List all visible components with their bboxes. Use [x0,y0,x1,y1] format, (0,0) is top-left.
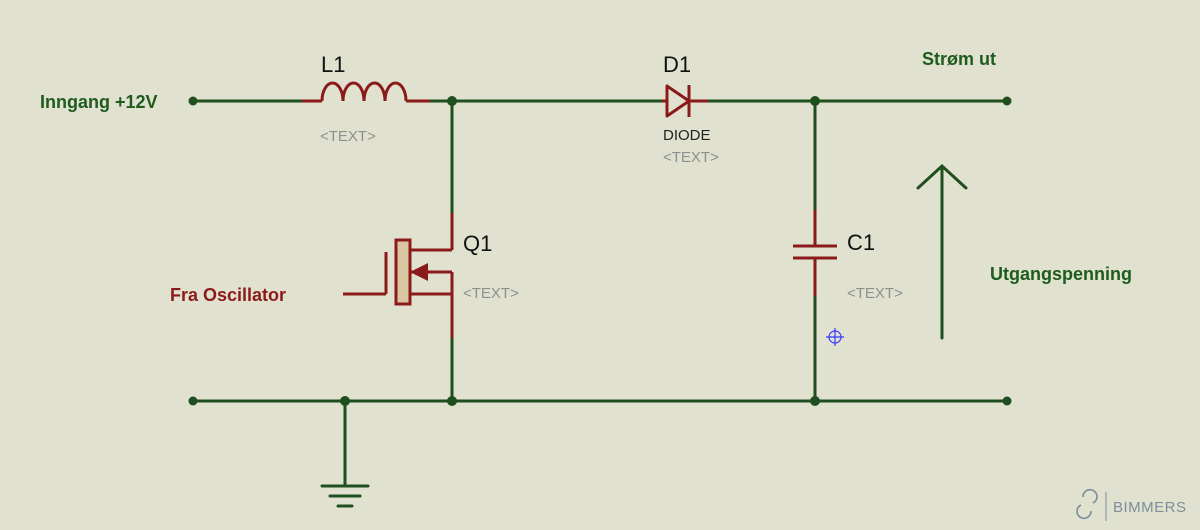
capacitor-c1[interactable]: C1 <TEXT> [793,210,903,302]
watermark: BIMMERS [1076,488,1187,521]
gate-signal-label: Fra Oscillator [170,285,286,305]
junction-ground-drop [340,396,350,406]
wires [191,99,1009,488]
capacitor-text-placeholder: <TEXT> [847,285,903,302]
diode-d1[interactable]: D1 DIODE <TEXT> [662,52,719,166]
bimmers-logo-icon [1076,488,1098,520]
terminal-ground-right[interactable] [1002,396,1012,406]
terminal-input[interactable] [188,96,198,106]
capacitor-ref: C1 [847,230,875,255]
inductor-ref: L1 [321,52,345,77]
inductor-coil-icon [320,81,408,102]
diode-text-placeholder: <TEXT> [663,149,719,166]
watermark-text: BIMMERS [1113,499,1187,516]
mosfet-ref: Q1 [463,231,492,256]
terminal-ground-left[interactable] [188,396,198,406]
diode-value: DIODE [663,127,711,144]
inductor-text-placeholder: <TEXT> [320,128,376,145]
origin-marker-icon [826,328,844,346]
mosfet-text-placeholder: <TEXT> [463,285,519,302]
junctions [188,96,1012,406]
junction-output-node [810,96,820,106]
junction-ground-c1 [810,396,820,406]
junction-l1-node [447,96,457,106]
output-voltage-label: Utgangspenning [990,264,1132,284]
junction-ground-q1 [447,396,457,406]
output-voltage-arrow-icon [916,163,968,340]
diode-ref: D1 [663,52,691,77]
mosfet-body-icon [394,238,412,306]
inductor-l1[interactable]: L1 <TEXT> [302,52,430,145]
mosfet-q1[interactable]: Q1 <TEXT> [343,213,519,338]
ground-symbol-icon [320,484,370,508]
diode-symbol-icon [665,84,691,118]
terminal-output[interactable] [1002,96,1012,106]
input-label: Inngang +12V [40,92,158,112]
output-label: Strøm ut [922,49,996,69]
mosfet-arrow-icon [410,263,428,281]
